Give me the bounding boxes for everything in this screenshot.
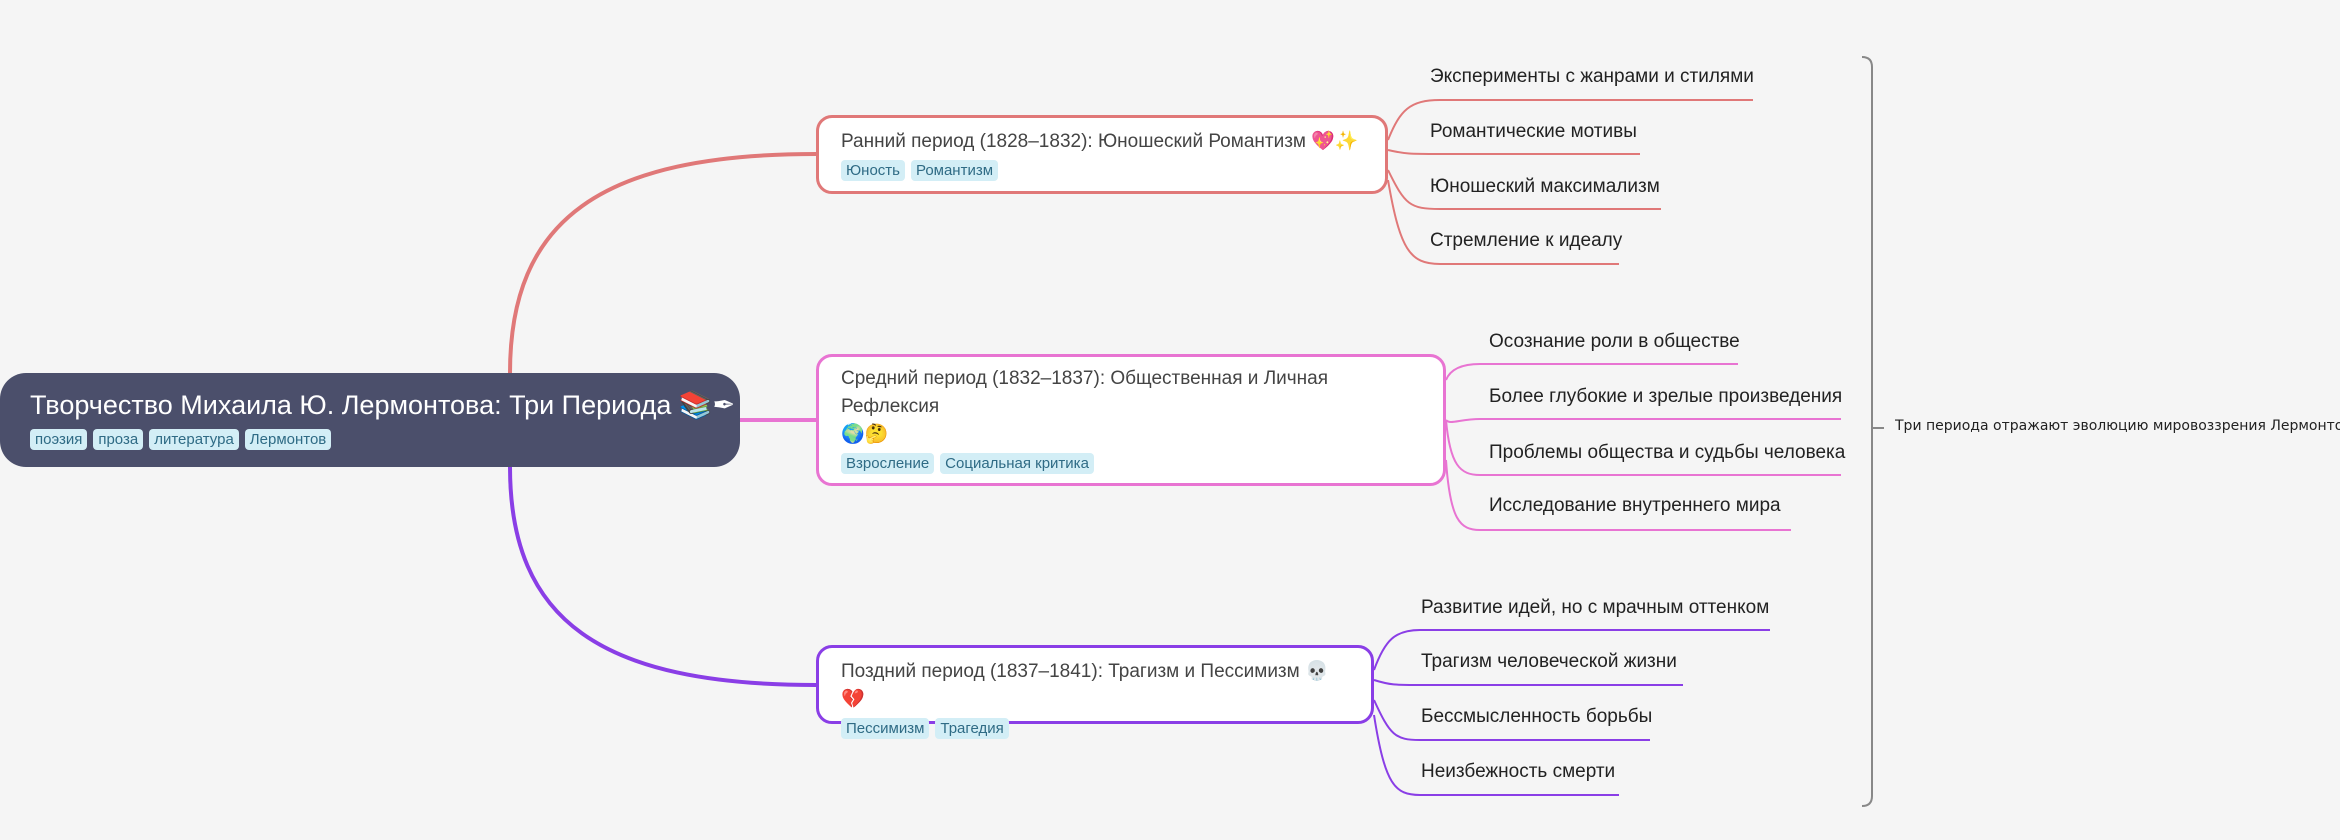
root-title: Творчество Михаила Ю. Лермонтова: Три Пе…	[30, 390, 736, 420]
branch-title: Ранний период (1828–1832): Юношеский Ром…	[841, 131, 1359, 152]
branch-late-period[interactable]: Поздний период (1837–1841): Трагизм и Пе…	[816, 645, 1374, 739]
tag: Лермонтов	[244, 429, 332, 450]
leaf-topic[interactable]: Романтические мотивы	[1430, 121, 1637, 142]
leaf-topic[interactable]: Бессмысленность борьбы	[1421, 706, 1653, 727]
tag: Юность	[841, 160, 905, 181]
leaf-topic[interactable]: Юношеский максимализм	[1430, 176, 1660, 197]
leaf-topic[interactable]: Стремление к идеалу	[1430, 230, 1623, 251]
tag: поэзия	[30, 429, 88, 450]
leaf-topic[interactable]: Исследование внутреннего мира	[1489, 495, 1781, 516]
root-tags: поэзия проза литература Лермонтов	[30, 429, 710, 450]
leaf-topic[interactable]: Неизбежность смерти	[1421, 761, 1616, 782]
leaf-topic[interactable]: Проблемы общества и судьбы человека	[1489, 442, 1846, 463]
leaf-topic[interactable]: Эксперименты с жанрами и стилями	[1430, 66, 1754, 87]
root-topic[interactable]: Творчество Михаила Ю. Лермонтова: Три Пе…	[0, 373, 740, 467]
leaf-topic[interactable]: Более глубокие и зрелые произведения	[1489, 386, 1843, 407]
tag: литература	[149, 429, 239, 450]
tag: Романтизм	[910, 160, 999, 181]
branch-title: Средний период (1832–1837): Общественная…	[841, 368, 1329, 417]
branch-middle-period[interactable]: Средний период (1832–1837): Общественная…	[816, 354, 1446, 486]
leaf-topic[interactable]: Развитие идей, но с мрачным оттенком	[1421, 597, 1770, 618]
leaf-topic[interactable]: Осознание роли в обществе	[1489, 331, 1740, 352]
branch-emoji: 🌍🤔	[841, 424, 889, 445]
tag: Взросление	[841, 453, 935, 474]
summary-topic[interactable]: Три периода отражают эволюцию мировоззре…	[1895, 418, 2340, 434]
branch-title: Поздний период (1837–1841): Трагизм и Пе…	[841, 661, 1329, 710]
tag: Социальная критика	[940, 453, 1094, 474]
branch-early-period[interactable]: Ранний период (1828–1832): Юношеский Ром…	[816, 115, 1388, 194]
tag: Трагедия	[935, 718, 1009, 739]
tag: проза	[93, 429, 144, 450]
leaf-topic[interactable]: Трагизм человеческой жизни	[1421, 651, 1677, 672]
tag: Пессимизм	[841, 718, 930, 739]
